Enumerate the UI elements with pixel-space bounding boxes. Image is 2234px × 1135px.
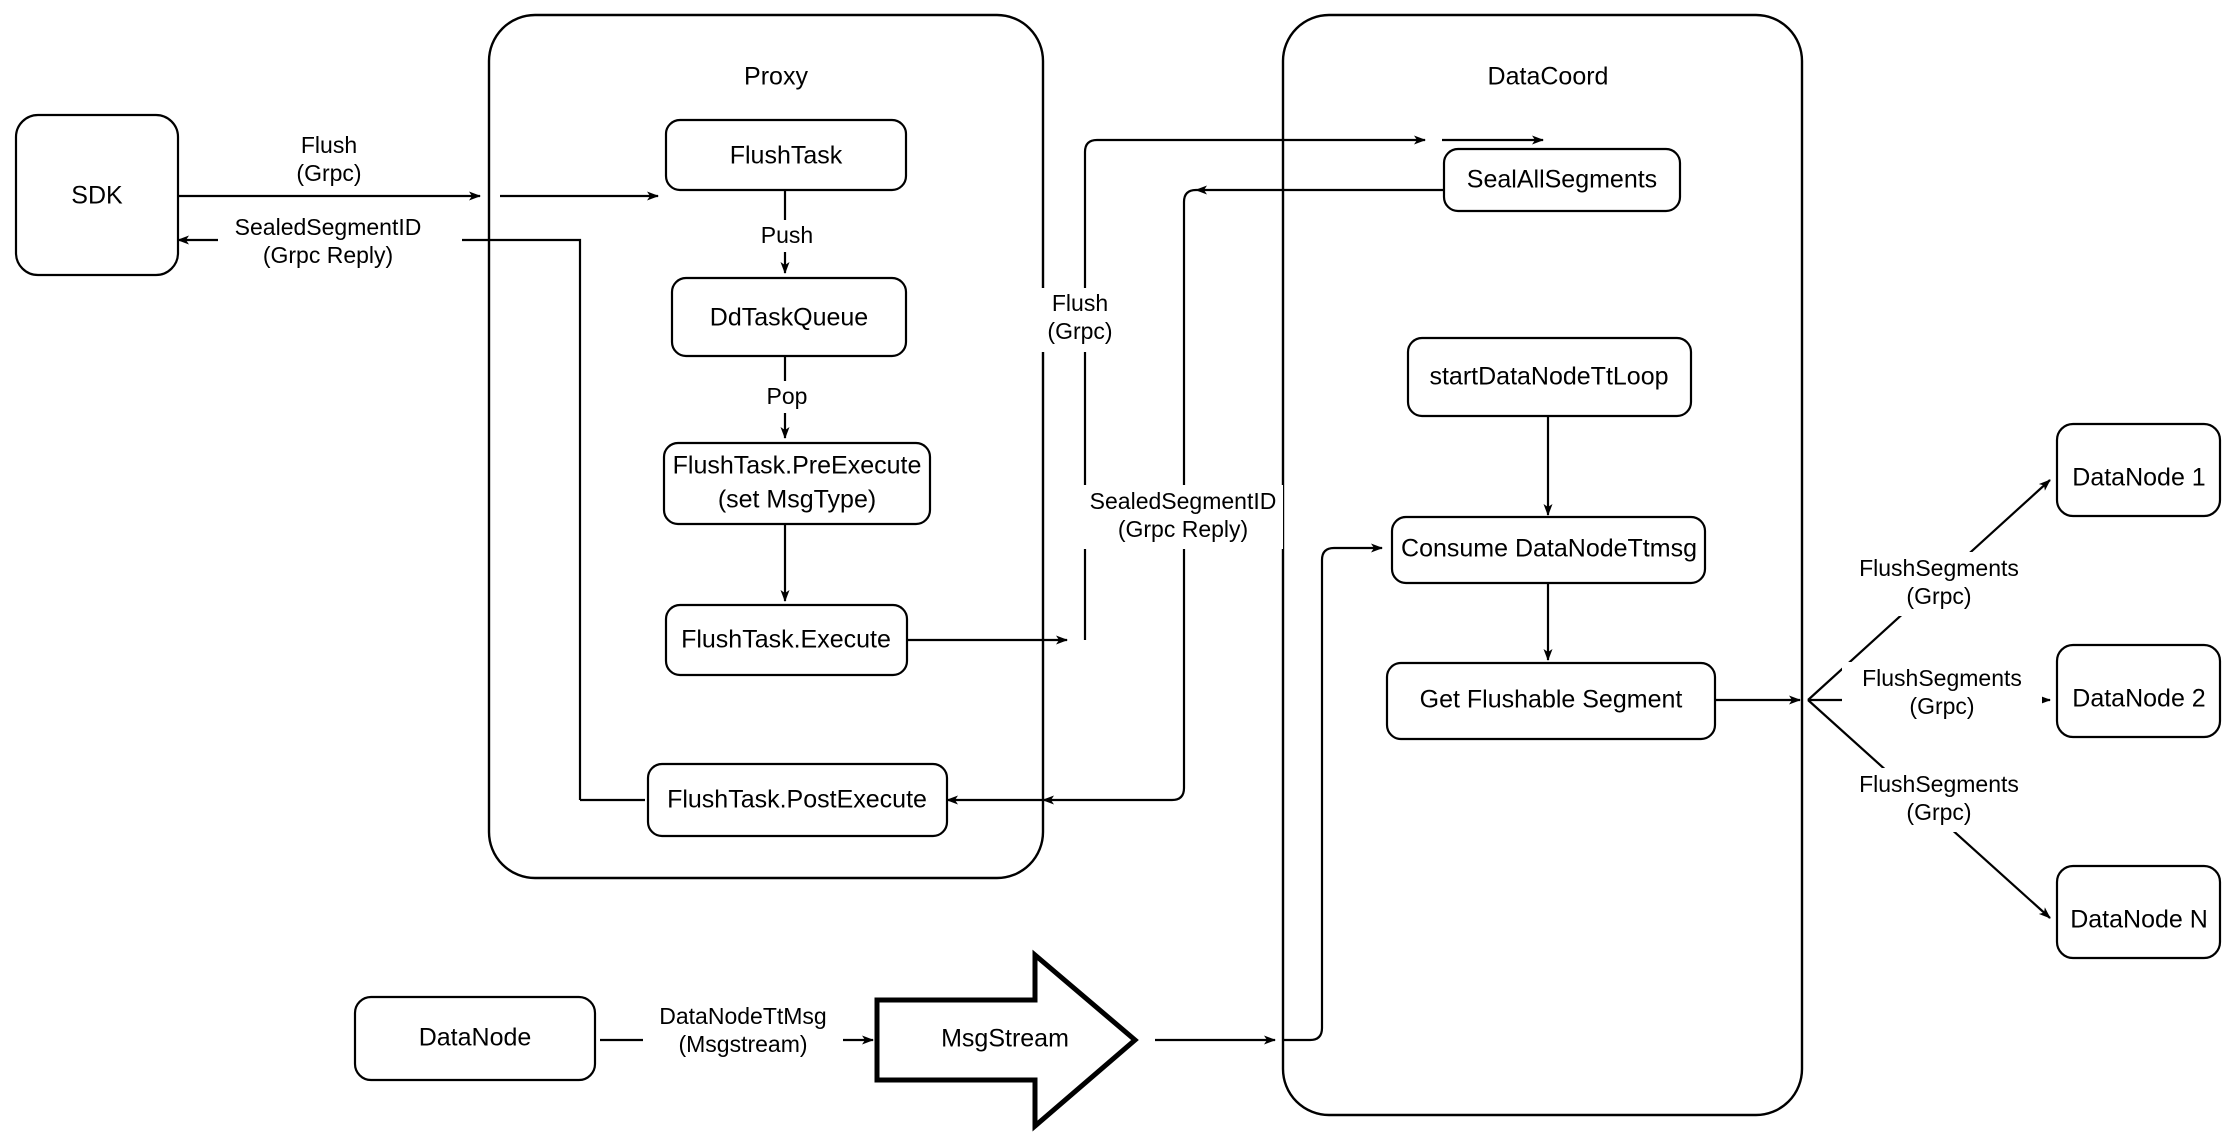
datacoord-container-border	[1281, 13, 1804, 1117]
label-flushsegments2-line2: (Grpc)	[1909, 693, 1974, 719]
label-dc-reply-line1: SealedSegmentID	[1090, 488, 1277, 514]
preexecute-label-line1: FlushTask.PreExecute	[673, 452, 922, 480]
preexecute-label-line2: (set MsgType)	[718, 486, 876, 514]
label-bg	[278, 128, 402, 192]
label-bg	[218, 212, 462, 276]
label-bg	[1839, 552, 2039, 616]
sdk-box[interactable]	[14, 113, 180, 277]
execute-box[interactable]	[664, 603, 909, 677]
container-proxy: Proxy	[487, 13, 1045, 880]
label-datanodettmsg-line1: DataNodeTtMsg	[659, 1003, 826, 1029]
sealallsegments-label: SealAllSegments	[1467, 166, 1657, 194]
node-sdk[interactable]: SDK	[14, 113, 180, 277]
label-flushsegments1-line2: (Grpc)	[1906, 583, 1971, 609]
label-flushsegmentsn-line1: FlushSegments	[1859, 771, 2019, 797]
edge-dcborder-to-consume	[1283, 543, 1383, 1042]
edge-label-flushsegments-1: FlushSegments (Grpc)	[1839, 552, 2039, 616]
preexecute-box[interactable]	[662, 441, 932, 526]
label-flushsegments2-line1: FlushSegments	[1862, 665, 2022, 691]
label-flushsegments1-line1: FlushSegments	[1859, 555, 2019, 581]
datanode2-box[interactable]	[2055, 643, 2222, 739]
label-bg	[1839, 768, 2039, 832]
getflushable-box[interactable]	[1385, 661, 1717, 741]
node-datanode-2[interactable]: DataNode 2	[2055, 643, 2222, 739]
sealallsegments-box[interactable]	[1442, 147, 1682, 213]
edge-label-flushsegments-2: FlushSegments (Grpc)	[1842, 662, 2042, 726]
node-datanode-1[interactable]: DataNode 1	[2055, 422, 2222, 518]
edge-label-datacoord-to-proxy: SealedSegmentID (Grpc Reply)	[1083, 485, 1283, 549]
datanode2-label: DataNode 2	[2072, 685, 2205, 713]
datanoden-label: DataNode N	[2070, 906, 2208, 934]
label-bg	[752, 381, 822, 413]
label-pop: Pop	[767, 383, 808, 409]
label-flush-line2: (Grpc)	[296, 160, 361, 186]
datanode-source-label: DataNode	[419, 1024, 532, 1052]
startdatanodettloop-box[interactable]	[1406, 336, 1693, 418]
edge-postexecute-loop-up	[495, 238, 582, 800]
edge-dc-reply-path-down	[1067, 188, 1197, 802]
node-sealallsegments[interactable]: SealAllSegments	[1442, 147, 1682, 213]
datanoden-box[interactable]	[2055, 864, 2222, 960]
node-datanode-source[interactable]: DataNode	[353, 995, 597, 1082]
proxy-container-border	[487, 13, 1045, 880]
label-bg	[1842, 662, 2042, 726]
label-dc-reply-line2: (Grpc Reply)	[1118, 516, 1248, 542]
execute-label: FlushTask.Execute	[681, 626, 891, 654]
label-push: Push	[761, 222, 813, 248]
getflushable-label: Get Flushable Segment	[1420, 686, 1683, 714]
label-sealedsegmentid-line2: (Grpc Reply)	[263, 242, 393, 268]
label-dc-flush-line1: Flush	[1052, 290, 1108, 316]
label-sealedsegmentid-line1: SealedSegmentID	[235, 214, 422, 240]
container-datacoord: DataCoord	[1281, 13, 1804, 1117]
label-flushsegmentsn-line2: (Grpc)	[1906, 799, 1971, 825]
datanode1-box[interactable]	[2055, 422, 2222, 518]
postexecute-label: FlushTask.PostExecute	[667, 786, 927, 814]
datacoord-container-title: DataCoord	[1488, 63, 1609, 91]
postexecute-box[interactable]	[646, 762, 949, 838]
node-flushtask[interactable]: FlushTask	[664, 118, 908, 192]
edge-label-sdk-to-proxy: Flush (Grpc)	[278, 128, 402, 192]
proxy-container-title: Proxy	[744, 63, 808, 91]
label-datanodettmsg-line2: (Msgstream)	[678, 1031, 807, 1057]
datanode1-label: DataNode 1	[2072, 464, 2205, 492]
edge-label-proxy-to-datacoord: Flush (Grpc)	[1029, 288, 1141, 352]
consume-box[interactable]	[1390, 515, 1707, 585]
datanode-source-box[interactable]	[353, 995, 597, 1082]
edge-label-flushsegments-n: FlushSegments (Grpc)	[1839, 768, 2039, 832]
flushtask-label: FlushTask	[730, 142, 843, 170]
node-consume-datanodettmsg[interactable]: Consume DataNodeTtmsg	[1390, 515, 1707, 585]
label-bg	[1083, 485, 1283, 549]
msgstream-arrow-shape[interactable]	[874, 949, 1139, 1132]
edge-label-datanode-ttmsg: DataNodeTtMsg (Msgstream)	[643, 1000, 843, 1064]
node-startdatanodettloop[interactable]: startDataNodeTtLoop	[1406, 336, 1693, 418]
node-flushtask-preexecute[interactable]: FlushTask.PreExecute (set MsgType)	[662, 441, 932, 526]
startdatanodettloop-label: startDataNodeTtLoop	[1429, 363, 1668, 391]
label-bg	[1029, 288, 1141, 352]
edge-label-proxy-to-sdk: SealedSegmentID (Grpc Reply)	[218, 212, 462, 276]
node-datanode-n[interactable]: DataNode N	[2055, 864, 2222, 960]
node-flushtask-postexecute[interactable]: FlushTask.PostExecute	[646, 762, 949, 838]
label-flush-line1: Flush	[301, 132, 357, 158]
edge-proxy-to-dc-flush-path	[1083, 138, 1275, 640]
node-flushtask-execute[interactable]: FlushTask.Execute	[664, 603, 909, 677]
ddtaskqueue-label: DdTaskQueue	[710, 304, 868, 332]
node-get-flushable-segment[interactable]: Get Flushable Segment	[1385, 661, 1717, 741]
label-bg	[744, 220, 830, 252]
flushtask-box[interactable]	[664, 118, 908, 192]
label-bg	[643, 1000, 843, 1064]
ddtaskqueue-box[interactable]	[670, 276, 908, 358]
label-dc-flush-line2: (Grpc)	[1047, 318, 1112, 344]
sdk-label: SDK	[71, 182, 123, 210]
edge-label-push: Push	[744, 220, 830, 252]
node-msgstream[interactable]: MsgStream	[874, 949, 1139, 1132]
edge-label-pop: Pop	[752, 381, 822, 413]
node-ddtaskqueue[interactable]: DdTaskQueue	[670, 276, 908, 358]
consume-label: Consume DataNodeTtmsg	[1401, 535, 1697, 563]
msgstream-label: MsgStream	[941, 1025, 1069, 1053]
